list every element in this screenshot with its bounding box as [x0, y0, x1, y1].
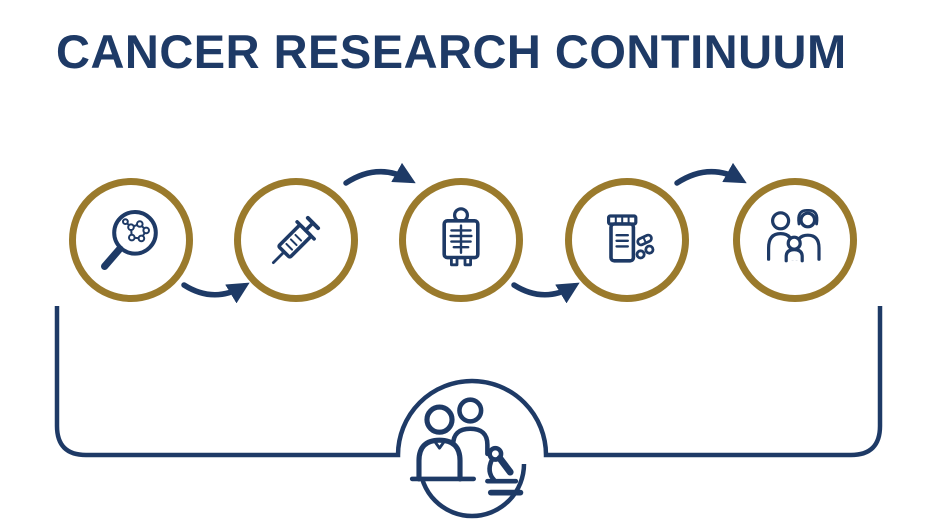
magnifier-molecule-icon — [101, 210, 158, 270]
arrow-stage2-stage3 — [343, 162, 416, 186]
feedback-researchers — [403, 390, 533, 512]
stage-circle-preclinical — [234, 178, 358, 302]
arrow-stage1-stage2 — [181, 282, 250, 304]
arrow-stage3-stage4 — [511, 282, 580, 304]
stage-circle-imaging — [399, 178, 523, 302]
xray-patient-icon — [442, 207, 480, 267]
stage-circle-community — [733, 178, 857, 302]
stage-circle-discovery — [69, 178, 193, 302]
feedback-loop-line — [54, 306, 883, 458]
researchers-microscope-icon — [409, 397, 524, 496]
family-icon — [767, 208, 821, 263]
stage-circle-treatment — [565, 178, 689, 302]
syringe-icon — [271, 215, 321, 265]
arrow-stage4-stage5 — [674, 162, 747, 186]
pill-bottle-icon — [607, 214, 655, 263]
page-title: CANCER RESEARCH CONTINUUM — [56, 25, 847, 78]
feedback-loop-lower-arc — [417, 463, 527, 519]
